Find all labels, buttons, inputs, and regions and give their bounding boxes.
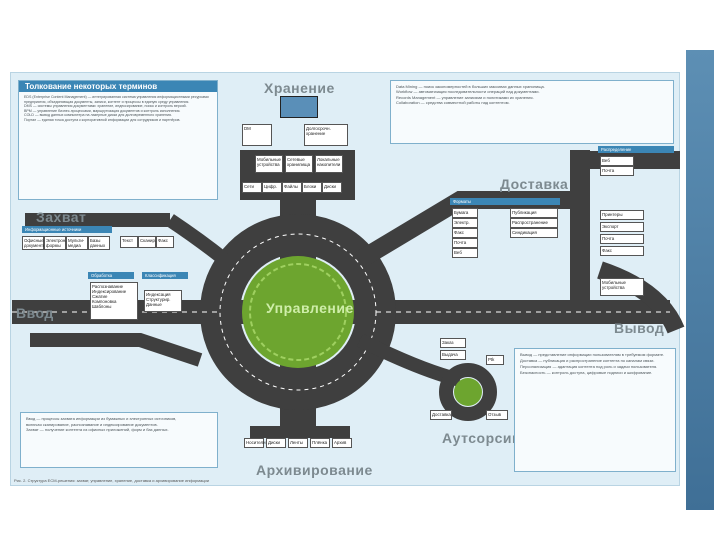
info-line: Workflow — автоматизация последовательно… [396, 89, 540, 95]
output-item-4: Мобильные устройства [600, 278, 644, 296]
side-strip [686, 50, 714, 510]
zone-capture: Захват [36, 209, 87, 225]
input-box-line: Распознавание [92, 284, 124, 289]
panel-line: включая сканирование, распознавание и ин… [26, 421, 158, 427]
zone-output: Вывод [614, 320, 665, 336]
zone-delivery: Доставка [500, 176, 569, 192]
panel-line: Безопасность — контроль доступа, цифровы… [520, 370, 653, 375]
term-line: EDS (Enterprise Content Management) — ин… [24, 95, 209, 99]
delivery-item-1: Электр. [452, 218, 478, 228]
delivery-item-2: Факс [452, 228, 478, 238]
info-line: Data Mining — поиск закономерностей в бо… [396, 84, 545, 89]
delivery-item-4: Веб [452, 248, 478, 258]
storage-icon [280, 96, 318, 118]
storage-row-3: Блоки [302, 182, 322, 193]
panel-line: Доставка — публикация и распространение … [520, 358, 655, 363]
input-box-line: Сжатие [92, 294, 108, 299]
top-white [686, 0, 714, 50]
outsource-label: Ptk [486, 355, 504, 365]
output-header: Распределение [598, 146, 674, 153]
delivery-item2-1: Распространение [510, 218, 558, 228]
delivery-item2-2: Синдикация [510, 228, 558, 238]
capture-sub-0: Текст [120, 236, 138, 248]
outsource-item-1: Выдача [440, 350, 466, 360]
storage-lower-2: Локальные накопители [315, 155, 343, 173]
zone-input: Ввод [16, 305, 54, 321]
capture-header: Информационные источники [22, 226, 112, 233]
capture-item-0: Офисные документы [22, 236, 47, 250]
storage-row-1: Цифр. [262, 182, 282, 193]
output-top-0: Веб [600, 156, 634, 166]
input-header-2: Классификация [142, 272, 188, 279]
panel-line: Вывод — представление информации пользов… [520, 352, 665, 357]
info-line: Collaboration — средства совместной рабо… [396, 100, 510, 106]
panel-line: Захват — получение контента из офисных п… [26, 427, 169, 433]
archive-row-0: Носители [244, 438, 266, 448]
capture-item-3: Базы данных [88, 236, 110, 250]
delivery-item2-0: Публикация [510, 208, 558, 218]
figure-caption: Рис. 2. Структура ECM-решения: захват, у… [14, 478, 210, 483]
term-line: Портал — единая точка доступа к корпорат… [24, 117, 181, 122]
storage-box-dm: DM [242, 124, 272, 146]
capture-sub-2: Факс [156, 236, 174, 248]
archive-row-1: Диски [266, 438, 286, 448]
panel-line: Ввод — процессы захвата информации из бу… [26, 416, 177, 421]
outsource-item-3: Отзыв [486, 410, 508, 420]
storage-row-0: Сети [242, 182, 262, 193]
delivery-header: Форматы [450, 198, 560, 205]
storage-row-4: Диски [322, 182, 342, 193]
input-box-line: Индексирование [92, 289, 127, 294]
output-item-1: Экспорт [600, 222, 644, 232]
panel-line: Персонализация — адаптация контента под … [520, 364, 658, 369]
output-top-1: Почта [600, 166, 634, 176]
term-line: DMS — системы управления документами: хр… [24, 104, 187, 109]
terms-text: EDS (Enterprise Content Management) — ин… [19, 92, 217, 126]
output-item-2: Почта [600, 234, 644, 244]
bottom-left-panel: Ввод — процессы захвата информации из бу… [20, 412, 218, 468]
term-line: COLD — вывод данных компьютера на лазерн… [24, 113, 172, 118]
top-right-panel: Data Mining — поиск закономерностей в бо… [390, 80, 674, 144]
capture-sub-1: Сканир. [138, 236, 156, 248]
info-line: Records Management — управление записями… [396, 94, 534, 100]
zone-outsourcing: Аутсорсинг [442, 430, 528, 446]
input-box-line: Компоновка [92, 299, 117, 304]
zone-archiving: Архивирование [256, 462, 373, 478]
input-box-line: Шаблоны [92, 304, 112, 309]
archive-row-3: Плёнка [310, 438, 330, 448]
input-box-2: Индексация Структурир. Данные [144, 290, 182, 312]
storage-lower-1: Сетевые хранилища [285, 155, 313, 173]
delivery-item-3: Почта [452, 238, 478, 248]
outsource-item-2: Доставка [430, 410, 452, 420]
storage-box-ret: Долгосрочн. хранение [304, 124, 348, 146]
capture-item-2: Мульти- медиа [66, 236, 88, 250]
input-header: Обработка [88, 272, 134, 279]
zone-storage: Хранение [264, 80, 335, 96]
delivery-item-0: Бумага [452, 208, 478, 218]
input-box: Распознавание Индексирование Сжатие Комп… [90, 282, 138, 320]
archive-row-2: Ленты [288, 438, 308, 448]
term-line: предприятия, объединяющая документы, зап… [24, 99, 190, 104]
output-item-0: Принтеры [600, 210, 644, 220]
terms-panel: Толкование некоторых терминов EDS (Enter… [18, 80, 218, 200]
archive-row-4: Архив [332, 438, 352, 448]
zone-management: Управление [266, 300, 354, 316]
output-panel: Вывод — представление информации пользов… [514, 348, 676, 472]
storage-lower-0: Мобильные устройства [255, 155, 283, 173]
term-line: BPM — управление бизнес-процессами, марш… [24, 108, 181, 113]
storage-row-2: Файлы [282, 182, 302, 193]
outsource-item-0: Заказ [440, 338, 466, 348]
terms-title: Толкование некоторых терминов [19, 81, 217, 92]
capture-item-1: Электрон. формы [44, 236, 67, 250]
output-item-3: Факс [600, 246, 644, 256]
